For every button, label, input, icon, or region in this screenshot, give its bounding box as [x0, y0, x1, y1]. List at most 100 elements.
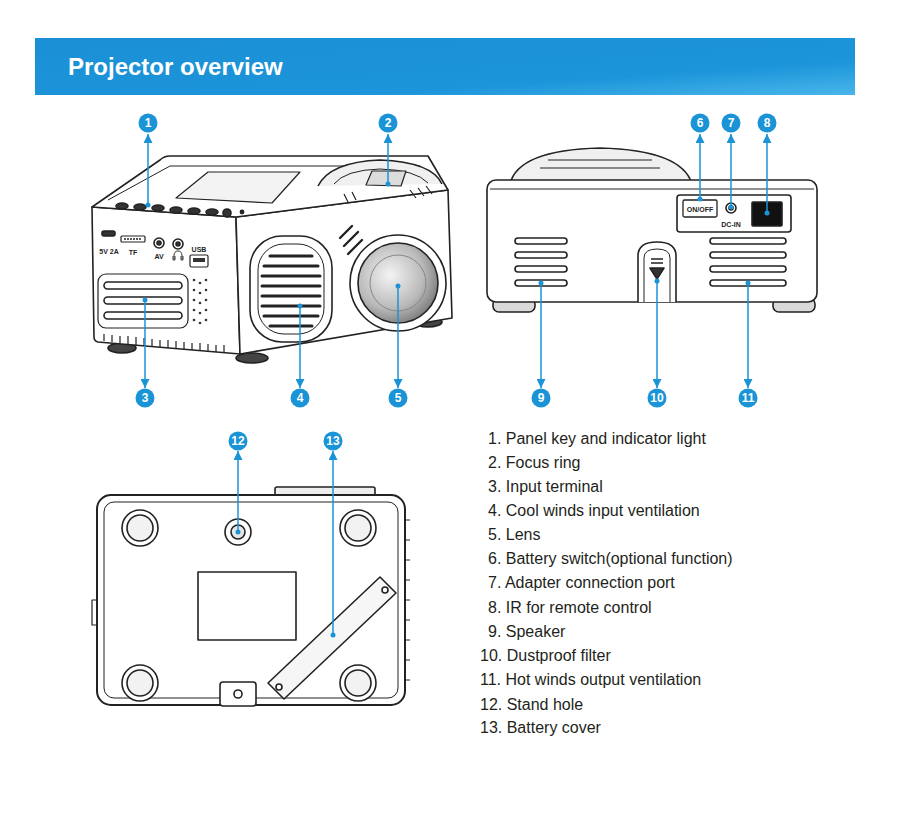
leader-dot [331, 633, 336, 638]
tf-slot [121, 236, 145, 242]
speaker-slot [515, 266, 567, 272]
port-label: DC-IN [721, 221, 740, 228]
callout-circle [722, 114, 741, 133]
av-jack [154, 238, 164, 248]
callout-circle [229, 432, 248, 451]
part-list-item: 10. Dustproof filter [480, 646, 611, 666]
callout-number: 13 [326, 435, 339, 447]
focus-ring [366, 171, 406, 186]
foot [340, 510, 376, 546]
headphone-jack-hole [176, 242, 180, 246]
headphone-jack [173, 239, 183, 249]
speaker-slot [515, 280, 567, 286]
callout-circle [648, 389, 667, 408]
foot-pad [127, 670, 153, 696]
callout-circle [324, 432, 343, 451]
power-key [223, 209, 231, 217]
callout-circle [532, 389, 551, 408]
speaker-slot [515, 238, 567, 244]
lens-hump [510, 148, 692, 184]
panel-key [152, 205, 164, 211]
dc-in-port [726, 203, 736, 213]
left-face [92, 207, 240, 354]
grip-ridge [651, 259, 663, 263]
top-edge [490, 189, 814, 190]
exhaust-slot [710, 266, 786, 272]
rear-panel [677, 195, 791, 232]
callout-circle [291, 389, 310, 408]
leader-dot [396, 284, 401, 289]
foot [340, 665, 376, 701]
projector-bottom-view [92, 487, 410, 706]
part-list-item: 11. Hot winds output ventilation [480, 670, 701, 690]
callout-number: 12 [231, 435, 244, 447]
callout-circle [379, 114, 398, 133]
battery-switch [683, 200, 717, 217]
bottom-outline [97, 495, 405, 705]
hump-ridge [540, 160, 660, 168]
vent-slat [340, 226, 362, 254]
callout-circles [136, 114, 777, 451]
bottom-tab-hole [234, 690, 242, 698]
callout-number: 10 [650, 392, 663, 404]
callout-number: 1 [145, 117, 152, 129]
callout-number: 3 [142, 392, 149, 404]
port-label: TF [129, 249, 138, 256]
title-banner [35, 38, 855, 95]
part-list-item: 7. Adapter connection port [488, 573, 675, 593]
leader-dot [146, 203, 151, 208]
foot [122, 665, 158, 701]
part-list-item: 2. Focus ring [488, 453, 580, 473]
page-title: Projector overview [68, 55, 283, 79]
foot-pad [345, 515, 371, 541]
leader-line [299, 306, 301, 388]
part-list-item: 13. Battery cover [480, 718, 601, 738]
leader-line [147, 134, 149, 205]
headphone-symbol [173, 251, 183, 260]
leader-dot [729, 205, 734, 210]
callout-number: 5 [395, 392, 402, 404]
bottom-tab [220, 682, 256, 706]
vent-slot [104, 312, 182, 319]
indicator-light [240, 210, 243, 213]
callout-circle [739, 389, 758, 408]
part-list-item: 5. Lens [488, 525, 540, 545]
leader-line [656, 281, 658, 388]
leader-line [387, 134, 389, 184]
exhaust-slot [710, 280, 786, 286]
usb-port-tongue [193, 258, 205, 262]
cool-air-vent [250, 236, 332, 342]
leader-dot [298, 304, 303, 309]
exhaust-slot [710, 238, 786, 244]
vent-slot [104, 297, 182, 304]
tf-slot-pins [124, 238, 142, 240]
side-button [92, 600, 96, 625]
leader-dot [698, 197, 703, 202]
part-list-item: 4. Cool winds input ventilation [488, 501, 700, 521]
lens-hump [318, 160, 442, 186]
callout-number: 11 [742, 392, 755, 404]
leader-lines [145, 134, 767, 635]
cool-air-vent-inner [258, 244, 324, 334]
port-label: ON/OFF [687, 206, 713, 213]
panel-key [206, 209, 218, 215]
leader-dot [765, 211, 770, 216]
leader-line [730, 134, 732, 207]
callout-circle [136, 389, 155, 408]
port-label: 5V 2A [99, 248, 118, 255]
speaker-holes [193, 279, 208, 325]
leader-dot [655, 279, 660, 284]
speaker-frame [98, 274, 188, 328]
foot-pad [127, 515, 153, 541]
callout-circle [758, 114, 777, 133]
leader-dot [386, 182, 391, 187]
leader-line [766, 134, 768, 213]
panel-key [134, 204, 146, 210]
foot-pad [345, 670, 371, 696]
leader-line [144, 300, 146, 388]
exhaust-slot [710, 252, 786, 258]
av-jack-hole [157, 241, 161, 245]
port-label: USB [192, 246, 207, 253]
vent-slat [262, 256, 320, 326]
